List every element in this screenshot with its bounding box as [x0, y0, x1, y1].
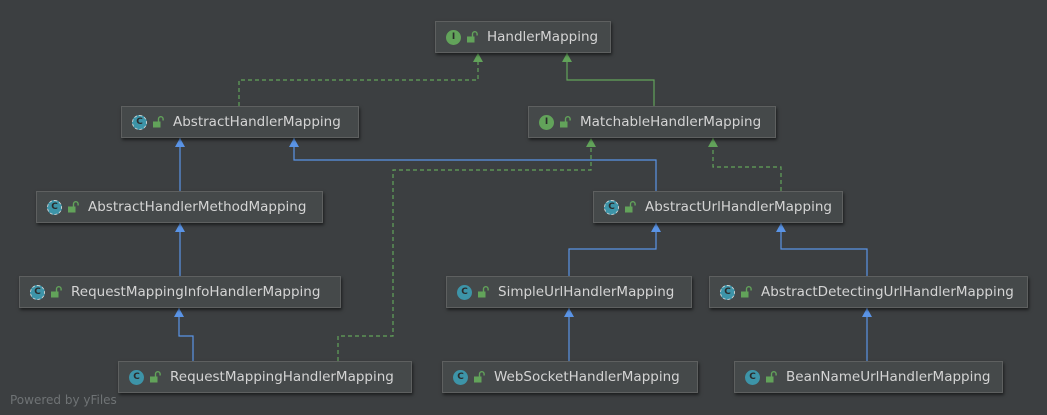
edge-extends: [568, 223, 657, 276]
public-lock-icon: [153, 116, 164, 128]
node-label: HandlerMapping: [487, 29, 599, 45]
node-label: AbstractUrlHandlerMapping: [645, 199, 832, 215]
abstract-class-icon: C: [132, 114, 147, 130]
node-label: AbstractHandlerMethodMapping: [88, 199, 307, 215]
edge-arrowhead: [473, 53, 483, 62]
powered-by-footer: Powered by yFiles: [10, 393, 117, 407]
public-lock-icon: [766, 371, 777, 383]
edge-arrowhead: [562, 53, 572, 62]
edge-extends-interface: [566, 53, 655, 106]
public-lock-icon: [68, 201, 79, 213]
edge-arrowhead: [708, 138, 718, 147]
node-label: AbstractHandlerMapping: [173, 114, 341, 130]
node-abstract-url-handler-mapping[interactable]: C AbstractUrlHandlerMapping: [593, 191, 843, 223]
edge-arrowhead: [174, 308, 184, 317]
edge-arrowhead: [651, 223, 661, 232]
class-icon: C: [453, 369, 468, 385]
public-lock-icon: [474, 371, 485, 383]
node-label: SimpleUrlHandlerMapping: [498, 284, 675, 300]
edge-extends: [293, 138, 657, 191]
interface-icon: I: [446, 29, 461, 45]
edge-extends: [780, 223, 868, 276]
node-simple-url-handler-mapping[interactable]: C SimpleUrlHandlerMapping: [446, 276, 692, 308]
node-request-mapping-info-handler-mapping[interactable]: C RequestMappingInfoHandlerMapping: [19, 276, 341, 308]
public-lock-icon: [478, 286, 489, 298]
node-abstract-detecting-url-handler-mapping[interactable]: C AbstractDetectingUrlHandlerMapping: [709, 276, 1028, 308]
edge-arrowhead: [175, 223, 185, 232]
node-abstract-handler-method-mapping[interactable]: C AbstractHandlerMethodMapping: [36, 191, 323, 223]
edge-implements: [337, 138, 592, 361]
node-request-mapping-handler-mapping[interactable]: C RequestMappingHandlerMapping: [118, 361, 412, 393]
edge-arrowhead: [776, 223, 786, 232]
node-label: AbstractDetectingUrlHandlerMapping: [761, 284, 1014, 300]
abstract-class-icon: C: [720, 284, 735, 300]
node-label: MatchableHandlerMapping: [580, 114, 762, 130]
node-matchable-handler-mapping[interactable]: I MatchableHandlerMapping: [528, 106, 776, 138]
public-lock-icon: [51, 286, 62, 298]
public-lock-icon: [467, 31, 478, 43]
class-icon: C: [129, 369, 144, 385]
node-handler-mapping[interactable]: I HandlerMapping: [435, 21, 611, 53]
node-label: RequestMappingInfoHandlerMapping: [71, 284, 321, 300]
public-lock-icon: [625, 201, 636, 213]
abstract-class-icon: C: [604, 199, 619, 215]
node-label: RequestMappingHandlerMapping: [170, 369, 394, 385]
abstract-class-icon: C: [30, 284, 45, 300]
edge-extends: [178, 308, 194, 361]
abstract-class-icon: C: [47, 199, 62, 215]
edge-arrowhead: [175, 138, 185, 147]
class-icon: C: [457, 284, 472, 300]
public-lock-icon: [741, 286, 752, 298]
edge-implements: [712, 138, 782, 191]
edge-implements: [238, 53, 479, 106]
public-lock-icon: [560, 116, 571, 128]
edge-arrowhead: [862, 308, 872, 317]
class-icon: C: [745, 369, 760, 385]
edge-arrowhead: [564, 308, 574, 317]
node-bean-name-url-handler-mapping[interactable]: C BeanNameUrlHandlerMapping: [734, 361, 1003, 393]
edge-arrowhead: [289, 138, 299, 147]
node-abstract-handler-mapping[interactable]: C AbstractHandlerMapping: [121, 106, 359, 138]
node-label: BeanNameUrlHandlerMapping: [786, 369, 991, 385]
edge-arrowhead: [586, 138, 596, 147]
public-lock-icon: [150, 371, 161, 383]
node-label: WebSocketHandlerMapping: [494, 369, 680, 385]
node-websocket-handler-mapping[interactable]: C WebSocketHandlerMapping: [442, 361, 698, 393]
interface-icon: I: [539, 114, 554, 130]
